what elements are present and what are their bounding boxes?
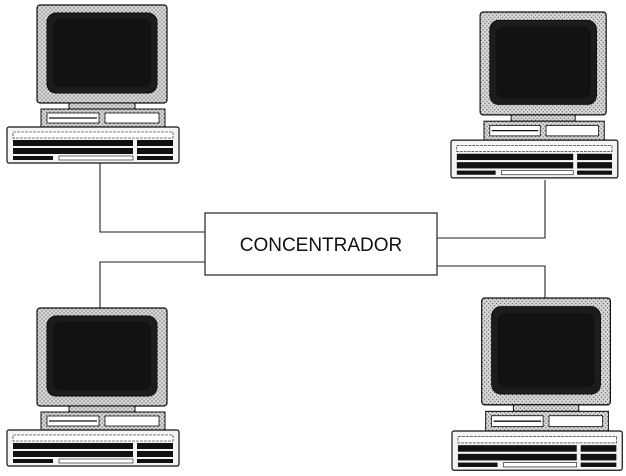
computer-bottom-left	[7, 308, 179, 466]
connection-bottom-left	[100, 262, 205, 310]
computer-top-right	[451, 12, 618, 178]
desktop-computer-icon	[452, 298, 622, 470]
desktop-computer-icon	[451, 12, 618, 178]
connection-top-right	[437, 180, 545, 238]
desktop-computer-icon	[7, 308, 179, 466]
hub-label: CONCENTRADOR	[240, 235, 403, 256]
computer-top-left	[7, 5, 179, 163]
connection-top-left	[100, 160, 205, 232]
computer-bottom-right	[452, 298, 622, 470]
hub: CONCENTRADOR	[205, 213, 437, 275]
desktop-computer-icon	[7, 5, 179, 163]
